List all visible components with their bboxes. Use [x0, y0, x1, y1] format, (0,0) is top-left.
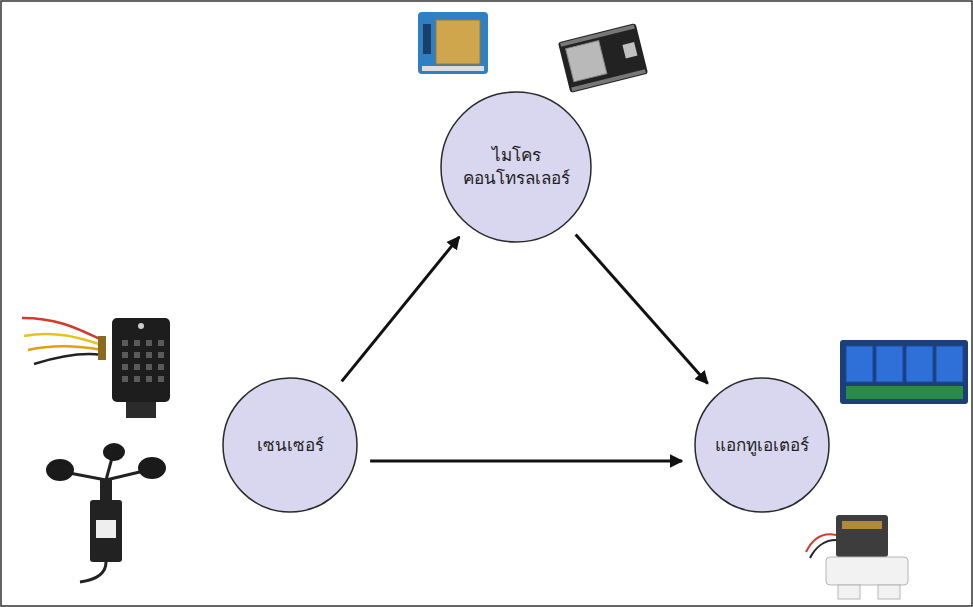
board-module — [566, 41, 607, 82]
valve-port — [878, 585, 900, 599]
relay-pcb — [840, 340, 968, 404]
circle-shape — [441, 92, 591, 242]
arrow-connector — [342, 237, 460, 382]
relay — [846, 346, 873, 382]
board-part — [423, 24, 431, 54]
sensor-vents — [122, 340, 164, 382]
anemometer — [46, 443, 166, 582]
wire — [806, 534, 836, 552]
wire-tie — [98, 336, 106, 360]
wire — [810, 540, 836, 558]
coil — [836, 515, 888, 557]
cup — [138, 457, 166, 479]
node-label: เซนเซอร์ — [257, 434, 324, 457]
cup — [46, 459, 74, 481]
cup — [103, 443, 125, 461]
board-module — [436, 20, 480, 64]
node-label: แอกทูเอเตอร์ — [715, 434, 809, 457]
valve-port — [838, 585, 860, 599]
esp-board — [558, 23, 648, 93]
sensor-housing — [112, 318, 170, 402]
valve-body — [826, 557, 908, 585]
wire — [24, 334, 102, 345]
shaft — [100, 480, 112, 500]
wire — [34, 354, 102, 364]
circle-shape — [223, 378, 357, 512]
circle-shape — [695, 378, 829, 512]
board-pcb — [558, 23, 648, 93]
board-pcb — [418, 12, 488, 74]
relay — [936, 346, 963, 382]
mini-board — [418, 12, 488, 74]
node-texts: ไมโคร คอนโทรลเลอร์ — [457, 144, 575, 190]
circle-node: แอกทูเอเตอร์ — [694, 377, 830, 513]
circle-node: เซนเซอร์ — [222, 377, 358, 513]
plate — [96, 520, 116, 538]
relay-module — [840, 340, 968, 404]
node-texts: แอกทูเอเตอร์ — [715, 434, 809, 457]
sensor-hole — [138, 323, 144, 329]
relay — [876, 346, 903, 382]
wire — [22, 318, 102, 340]
arrow-connector — [576, 234, 708, 383]
board-pins — [560, 25, 635, 47]
solenoid-valve — [806, 515, 908, 599]
wire — [28, 346, 102, 350]
coil-band — [842, 521, 882, 529]
body — [90, 500, 122, 562]
arm — [106, 458, 112, 480]
sensor-cap — [126, 402, 156, 418]
board-pins — [571, 69, 646, 91]
terminals — [846, 386, 963, 399]
node-texts: เซนเซอร์ — [257, 434, 324, 457]
board-pins — [422, 66, 484, 71]
humidity-sensor — [22, 318, 170, 418]
board-port — [622, 42, 637, 58]
circle-outline — [440, 91, 592, 243]
relay — [906, 346, 933, 382]
node-label: ไมโคร คอนโทรลเลอร์ — [457, 144, 575, 190]
cable — [80, 562, 106, 582]
circle-node: ไมโคร คอนโทรลเลอร์ — [440, 91, 592, 243]
arrow-connector — [370, 460, 682, 463]
